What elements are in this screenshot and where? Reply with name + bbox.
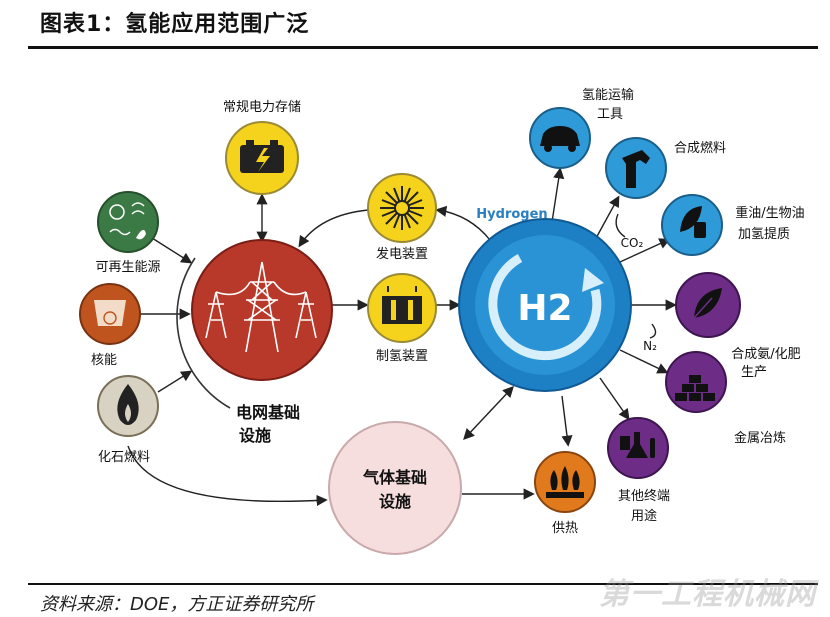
renewable-node <box>97 191 159 253</box>
oil-barrel-icon <box>694 222 706 238</box>
leaf-drop-icon <box>680 206 702 232</box>
heat-label: 供热 <box>552 521 578 536</box>
grid-label-2: 设施 <box>239 426 271 445</box>
lab-equipment-icon <box>620 432 655 458</box>
fuel-nozzle-icon <box>622 150 650 188</box>
connectors <box>127 167 677 507</box>
renewable-label: 可再生能源 <box>95 260 160 275</box>
cooling-tower-icon <box>94 300 126 326</box>
metal-node <box>665 351 727 413</box>
transport-label-1: 氢能运输 <box>582 87 634 103</box>
storage-label: 常规电力存储 <box>223 100 301 115</box>
wind-icon <box>131 202 145 215</box>
sun-icon <box>109 204 125 220</box>
storage-node <box>225 121 299 195</box>
title-divider <box>28 46 818 49</box>
gas-label-1: 气体基础 <box>362 468 427 487</box>
n2-label: N₂ <box>643 339 657 353</box>
metal-label: 金属冶炼 <box>734 430 786 446</box>
ammonia-label-2: 生产 <box>741 365 767 380</box>
heavy-oil-label-1: 重油/生物油 <box>735 205 804 221</box>
hydrogen-label: Hydrogen <box>476 207 547 222</box>
burner-flame-icon <box>546 466 584 498</box>
other-label-2: 用途 <box>631 508 657 524</box>
ammonia-node <box>675 272 741 338</box>
atom-icon <box>103 311 117 325</box>
power-gen-label: 发电装置 <box>376 246 428 262</box>
power-generation-node <box>367 173 437 243</box>
h2-symbol: H2 <box>517 288 572 329</box>
nuclear-label: 核能 <box>91 353 117 368</box>
fossil-label: 化石燃料 <box>98 449 150 465</box>
metal-ingot-icon <box>675 375 715 401</box>
nuclear-node <box>79 283 141 345</box>
electrolyzer-node <box>367 273 437 343</box>
source-note: 资料来源：DOE，方正证券研究所 <box>40 594 314 615</box>
grid-label-1: 电网基础 <box>236 403 300 422</box>
car-icon <box>540 126 580 146</box>
gas-label-2: 设施 <box>379 492 411 511</box>
grid-input-arc <box>176 257 231 409</box>
grid-infrastructure-node <box>191 239 333 381</box>
transport-label-2: 工具 <box>597 107 623 122</box>
gas-infrastructure-node <box>328 421 462 555</box>
synfuel-label: 合成燃料 <box>674 140 726 156</box>
watermark-logo: 第一工程机械网 <box>599 577 816 612</box>
source-divider <box>28 583 818 585</box>
other-label-1: 其他终端 <box>618 488 670 504</box>
hydrogen-swirl-icon <box>488 254 602 361</box>
electrolyzer-icon <box>382 296 422 324</box>
wave-icon <box>109 228 131 236</box>
hydrogen-node <box>458 218 632 392</box>
heavy-oil-label-2: 加氢提质 <box>738 226 790 242</box>
heavy-oil-node <box>661 194 723 256</box>
fossil-node <box>97 375 159 437</box>
synfuel-node <box>605 137 667 199</box>
heat-node <box>534 451 596 513</box>
transport-node <box>529 107 591 169</box>
electrolyzer-label: 制氢装置 <box>376 349 428 364</box>
leaf-icon <box>136 229 146 240</box>
power-tower-icon <box>205 261 317 353</box>
ammonia-label-1: 合成氨/化肥 <box>731 347 800 362</box>
other-uses-node <box>607 417 669 479</box>
page-title: 图表1：氢能应用范围广泛 <box>40 12 310 37</box>
co2-label: CO₂ <box>621 236 644 250</box>
